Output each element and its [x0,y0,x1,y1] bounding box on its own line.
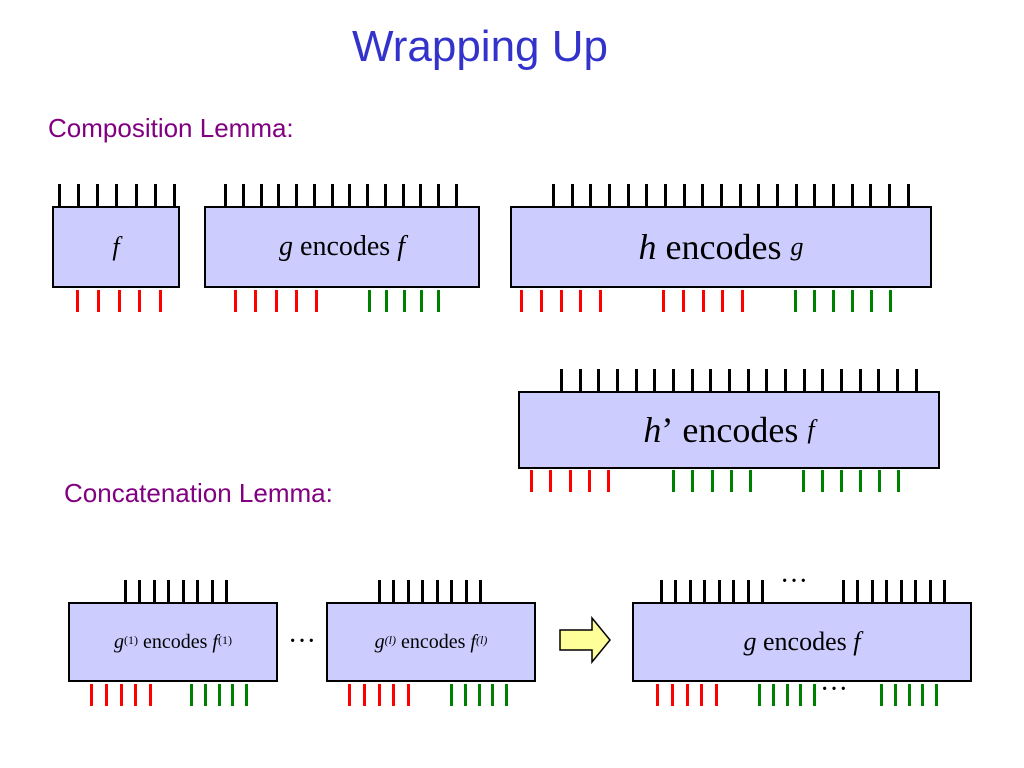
box-h-red-pins-2 [662,290,744,312]
ellipsis-between-boxes: ··· [288,626,316,657]
box-g-input-pins [224,184,458,206]
box-hprime-encodes-f: h’ encodes f [518,391,940,469]
box-gl-f: f [470,630,476,653]
box-gl-red-pins [348,684,410,706]
box-result-green-pins-1 [758,684,816,706]
box-g1-red-pins [90,684,152,706]
box-g1-g-sup: (1) [124,632,138,647]
box-hp-green-pins-1 [672,470,752,492]
box-g1-input-pins [124,580,228,602]
box-gl-g-sup: (l) [384,632,396,647]
box-g1-f-sup: (1) [217,632,232,647]
box-hp-red-pins [530,470,610,492]
box-gl-word: encodes [401,630,466,653]
box-g1-f: f [212,630,218,653]
box-f-output-pins [76,290,162,312]
box-result-input-pins-2 [842,580,946,602]
right-arrow-icon [559,615,611,665]
result-top-ellipsis: ··· [780,566,808,597]
box-hp-word: encodes [682,410,799,450]
box-result-g: g [743,627,757,656]
box-result-red-pins [656,684,718,706]
box-f-label: f [112,232,120,261]
box-h-red-pins-1 [520,290,602,312]
box-g1-word: encodes [143,630,208,653]
box-g-encodes-f: g encodes f [204,206,480,288]
box-hp-prime: ’ [661,410,674,450]
box-hp-green-pins-2 [802,470,900,492]
box-result-f: f [853,627,861,656]
box-hp-f: f [807,415,815,444]
box-h-word: encodes [665,227,782,267]
slide-title: Wrapping Up [352,22,608,71]
box-g1-g: g [114,630,124,653]
box-gl-green-pins [450,684,508,706]
box-g-g: g [279,231,294,262]
box-gl-f-sup: (l) [475,632,488,647]
box-gl-encodes-fl: g(l) encodes f(l) [326,602,536,682]
box-h-g: g [790,232,804,261]
box-h-encodes-g: h encodes g [510,206,932,288]
box-g1-green-pins [190,684,248,706]
result-bottom-ellipsis: ··· [820,674,848,705]
box-hp-h: h [643,410,662,450]
box-result-g-encodes-f: g encodes f [632,602,972,682]
box-g-green-pins [368,290,440,312]
box-g-f: f [397,231,405,262]
box-f-input-pins [58,184,176,206]
box-result-word: encodes [763,627,847,656]
box-gl-input-pins [378,580,482,602]
concatenation-heading: Concatenation Lemma: [64,478,333,508]
box-h-h: h [638,227,657,267]
composition-heading: Composition Lemma: [48,113,294,143]
box-h-green-pins [794,290,892,312]
box-hp-input-pins [560,369,918,391]
box-result-green-pins-2 [880,684,938,706]
box-h-input-pins [552,184,910,206]
box-gl-g: g [374,630,385,653]
box-g-red-pins [234,290,318,312]
box-g1-encodes-f1: g(1) encodes f(1) [68,602,278,682]
box-f: f [52,206,180,288]
box-result-input-pins-1 [660,580,764,602]
box-g-word: encodes [300,231,391,262]
